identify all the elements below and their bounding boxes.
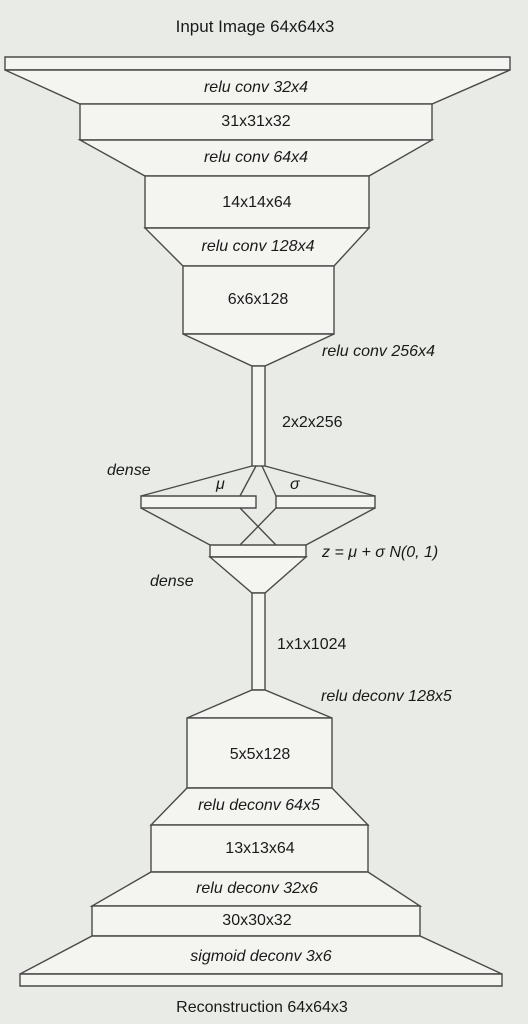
layer-box-2x2x256 [251, 365, 266, 467]
shape-label-13x13x64: 13x13x64 [225, 840, 295, 857]
layer-box-6x6x128 [182, 265, 335, 335]
mu-split-left [239, 465, 257, 497]
input-slab [4, 56, 511, 71]
input-title: Input Image 64x64x3 [175, 17, 335, 36]
conv3-label: relu conv 128x4 [201, 238, 315, 255]
sample-equation: z = μ + σ N(0, 1) [322, 544, 439, 561]
shape-label-2x2x256: 2x2x256 [282, 414, 343, 431]
deconv2-label: relu deconv 64x5 [198, 797, 320, 814]
output-slab [19, 973, 503, 987]
dense-top-label: dense [107, 462, 151, 479]
cross-b [239, 507, 277, 546]
deconv1-label: relu deconv 128x5 [321, 688, 452, 705]
dense-out-trapezoid [208, 556, 308, 594]
deconv1-trapezoid [186, 689, 333, 719]
shape-label-6x6x128: 6x6x128 [227, 291, 289, 308]
shape-label-31x31x32: 31x31x32 [221, 113, 291, 130]
dense-bottom-label: dense [150, 573, 194, 590]
conv4-trapezoid [182, 333, 335, 367]
dense-right-upper [264, 465, 376, 497]
sigma-bar [275, 495, 376, 509]
conv2-label: relu conv 64x4 [203, 149, 309, 166]
conv1-label: relu conv 32x4 [203, 79, 309, 96]
dense-left-upper [140, 465, 253, 497]
shape-label-5x5x128: 5x5x128 [229, 746, 291, 763]
shape-label-14x14x64: 14x14x64 [222, 194, 292, 211]
layer-box-31x31x32 [79, 103, 433, 141]
deconv3-label: relu deconv 32x6 [196, 880, 318, 897]
z-bar [209, 544, 307, 558]
layer-box-1x1x1024 [251, 592, 266, 691]
layer-box-5x5x128 [186, 717, 333, 789]
mu-label: μ [216, 476, 225, 493]
mu-split-right [261, 465, 277, 497]
mu-bar [140, 495, 257, 509]
shape-label-1x1x1024: 1x1x1024 [277, 636, 347, 653]
conv4-label: relu conv 256x4 [322, 343, 435, 360]
dense-left-lower [140, 507, 211, 546]
reconstruction-title: Reconstruction 64x64x3 [176, 999, 348, 1016]
sigma-label: σ [290, 476, 300, 493]
deconv4-label: sigmoid deconv 3x6 [190, 948, 332, 965]
dense-right-lower [305, 507, 376, 546]
layer-box-13x13x64 [150, 824, 369, 873]
shape-label-30x30x32: 30x30x32 [222, 912, 292, 929]
layer-box-30x30x32 [91, 905, 421, 937]
